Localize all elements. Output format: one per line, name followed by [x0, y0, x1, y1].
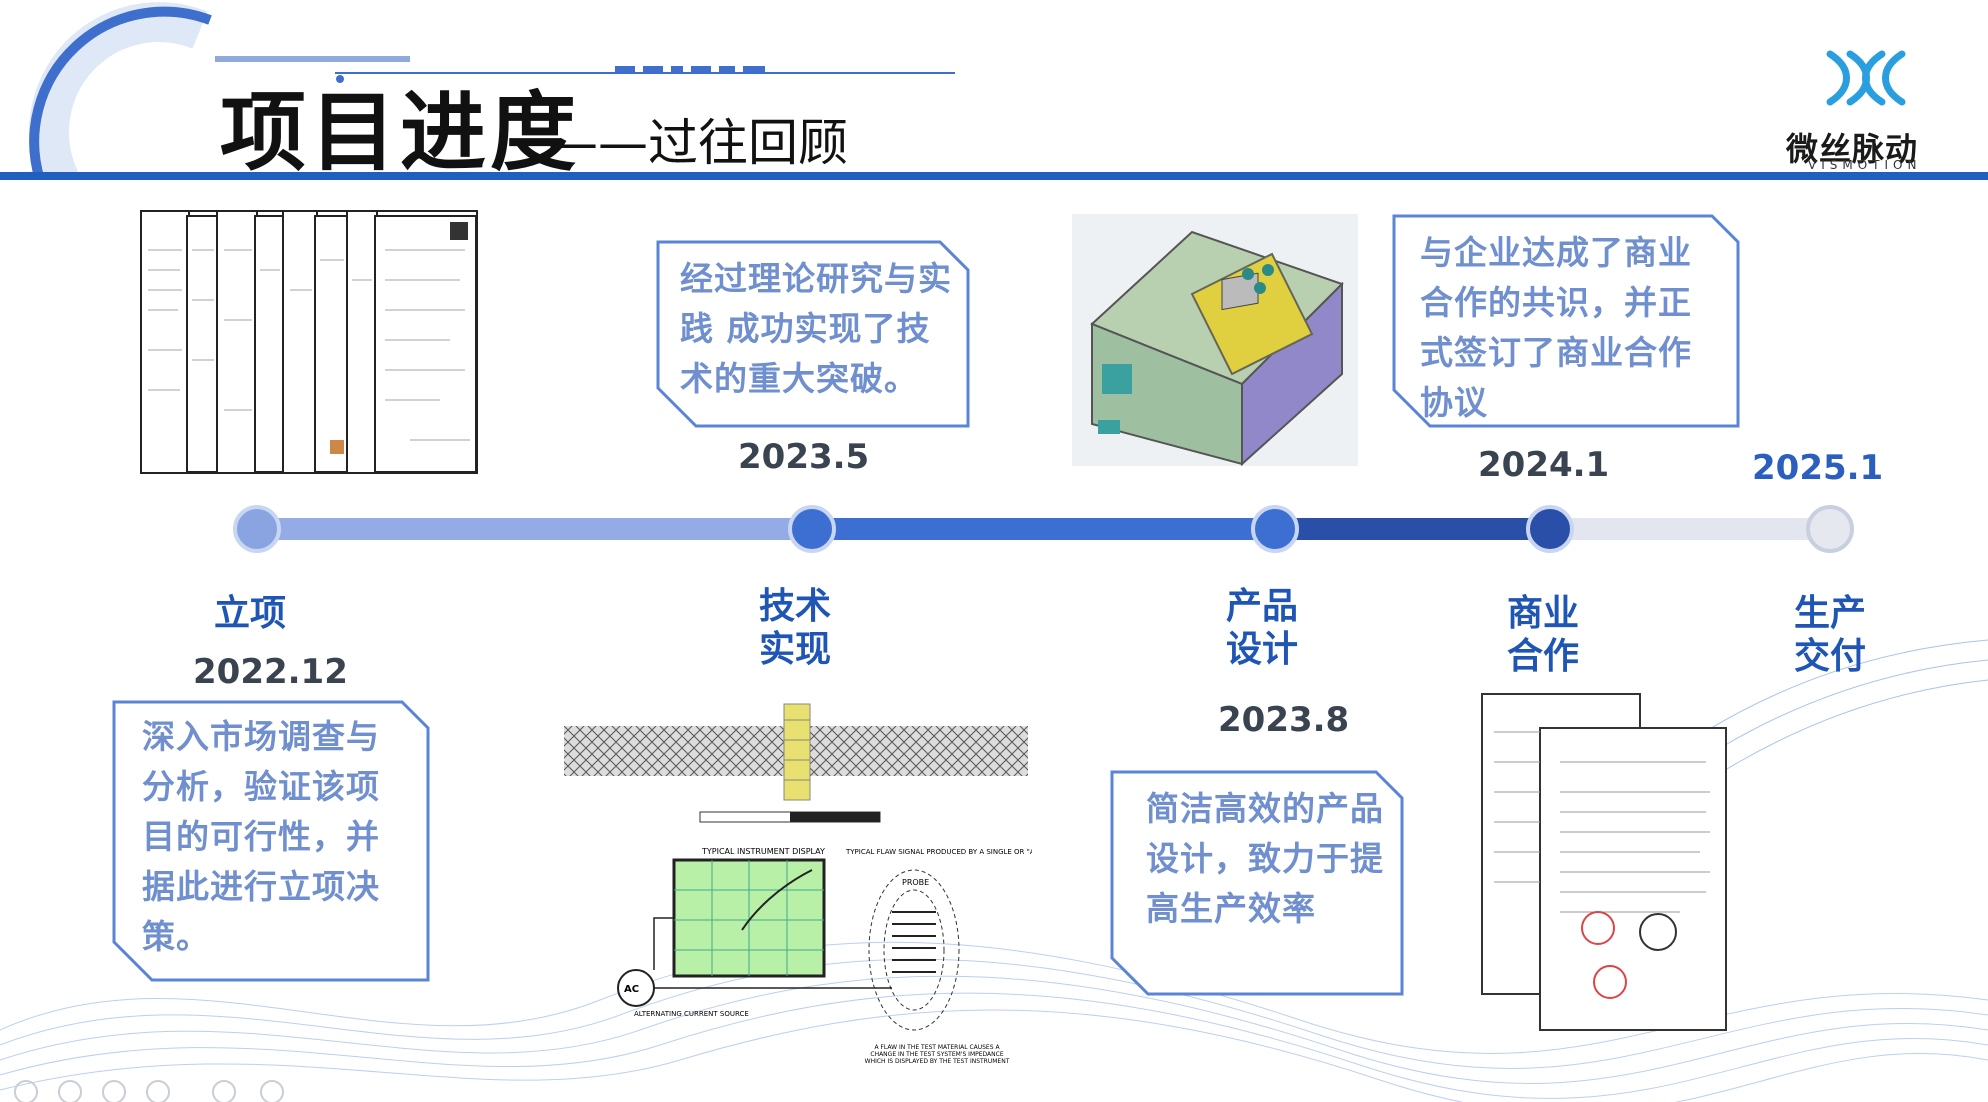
timeline-node-5 [1806, 505, 1854, 553]
logo-name: 微丝脉动 [1786, 130, 1919, 168]
card-text-3: 简洁高效的产品设计，致力于提高生产效率 [1146, 789, 1384, 928]
eddy-current-diagram: TYPICAL INSTRUMENT DISPLAY TYPICAL FLAW … [564, 703, 1032, 1065]
product-3d-model [1072, 214, 1358, 466]
logo-icon [1826, 50, 1906, 106]
logo-subtitle: VISMOTION [1808, 158, 1922, 172]
timeline-node-3 [1251, 505, 1299, 553]
header-ornament [215, 56, 955, 83]
display-label: TYPICAL INSTRUMENT DISPLAY [701, 847, 825, 856]
arc-decoration [29, 2, 212, 180]
timeline-bar [233, 505, 1854, 553]
agreement-documents-image [1481, 693, 1727, 1031]
milestone-label-3: 产品设计 [1225, 586, 1298, 671]
probe-label: PROBE [902, 878, 929, 887]
card-frame-4 [1392, 214, 1740, 428]
page-subtitle: ——过往回顾 [548, 114, 848, 172]
card-frame-2 [656, 240, 970, 428]
card-text-2: 经过理论研究与实践 成功实现了技术的重大突破。 [680, 259, 952, 398]
milestone-label-1: 立项 [213, 593, 286, 634]
milestone-date-4: 2024.1 [1478, 445, 1610, 485]
milestone-date-2: 2023.5 [738, 437, 870, 477]
timeline-node-1 [233, 505, 281, 553]
card-frame-3 [1110, 770, 1404, 996]
milestone-date-1: 2022.12 [193, 652, 348, 692]
timeline-node-2 [788, 505, 836, 553]
page-title: 项目进度 [220, 83, 580, 183]
milestone-date-5: 2025.1 [1752, 448, 1884, 488]
flaw-note: A FLAW IN THE TEST MATERIAL CAUSES A CHA… [864, 1044, 1010, 1065]
ac-label: AC [624, 984, 639, 995]
ac-source-label: ALTERNATING CURRENT SOURCE [634, 1010, 749, 1018]
card-text-1: 深入市场调查与分析，验证该项目的可行性，并据此进行立项决策。 [142, 717, 380, 956]
header-divider [0, 172, 1988, 180]
bottom-toolbar-icons [14, 1080, 284, 1102]
card-frame-1 [112, 700, 430, 982]
milestone-label-5: 生产交付 [1793, 593, 1866, 678]
timeline-node-4 [1526, 505, 1574, 553]
milestone-date-3: 2023.8 [1218, 700, 1350, 740]
research-documents-image [140, 210, 478, 474]
milestone-label-4: 商业合作 [1506, 593, 1579, 678]
card-text-4: 与企业达成了商业合作的共识，并正式签订了商业合作协议 [1420, 233, 1692, 422]
milestone-label-2: 技术实现 [758, 586, 831, 671]
flaw-signal-label: TYPICAL FLAW SIGNAL PRODUCED BY A SINGLE… [845, 848, 1032, 856]
